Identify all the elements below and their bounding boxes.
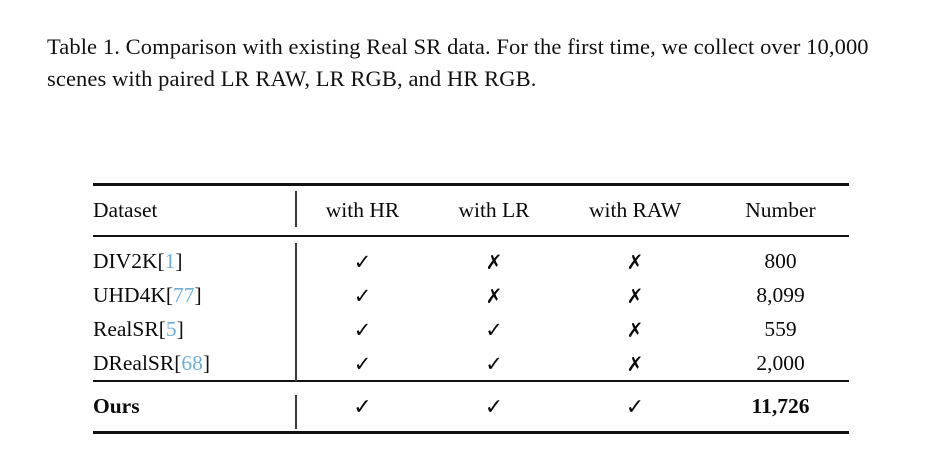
rule-line — [93, 431, 849, 435]
cross-icon: ✗ — [485, 249, 503, 274]
rule-line — [93, 183, 849, 187]
cell-dataset-name: RealSR[5] — [93, 312, 295, 346]
dataset-label: RealSR — [93, 316, 159, 341]
cell-number: 8,099 — [756, 282, 805, 307]
column-header-with-lr: with LR — [458, 198, 530, 222]
citation-bracket-open: [ — [174, 350, 182, 375]
column-divider-header — [295, 191, 297, 227]
check-icon: ✓ — [353, 317, 372, 342]
citation-bracket-close: ] — [175, 248, 183, 273]
cell-with-hr: ✓ — [295, 312, 430, 346]
cell-with-hr: ✓ — [295, 237, 430, 278]
citation-ref[interactable]: 68 — [181, 350, 203, 375]
citation-bracket-close: ] — [176, 316, 184, 341]
check-icon: ✓ — [353, 283, 372, 308]
cell-with-hr: ✓ — [295, 346, 430, 381]
column-header-dataset: Dataset — [93, 198, 158, 222]
column-header-number: Number — [745, 198, 816, 222]
check-icon: ✓ — [353, 395, 372, 420]
cell-with-raw: ✗ — [558, 312, 712, 346]
table-row: DRealSR[68] ✓ ✓ ✗ 2,000 — [93, 346, 849, 381]
cell-number: 11,726 — [751, 394, 810, 418]
table-header-row: Dataset with HR with LR with RAW Number — [93, 186, 849, 236]
comparison-table: Dataset with HR with LR with RAW Number … — [93, 183, 849, 435]
table-row-ours: Ours ✓ ✓ ✓ 11,726 — [93, 382, 849, 433]
cell-dataset-name: Ours — [93, 394, 140, 418]
table-row: DIV2K[1] ✓ ✗ ✗ 800 — [93, 237, 849, 278]
check-icon: ✓ — [353, 249, 372, 274]
dataset-label: DRealSR — [93, 350, 175, 375]
comparison-table-container: Dataset with HR with LR with RAW Number … — [93, 183, 849, 435]
citation-ref[interactable]: 1 — [164, 248, 176, 273]
cell-dataset-name: UHD4K[77] — [93, 278, 295, 312]
cell-number: 800 — [764, 248, 797, 273]
cell-with-raw: ✓ — [558, 382, 712, 433]
cell-dataset-name: DIV2K[1] — [93, 237, 295, 278]
cell-with-raw: ✗ — [558, 346, 712, 381]
cell-with-lr: ✓ — [430, 382, 558, 433]
check-icon: ✓ — [485, 317, 503, 342]
cell-with-lr: ✓ — [430, 312, 558, 346]
cross-icon: ✗ — [626, 351, 644, 376]
citation-bracket-open: [ — [158, 316, 166, 341]
table-row: UHD4K[77] ✓ ✗ ✗ 8,099 — [93, 278, 849, 312]
dataset-label: UHD4K — [93, 282, 166, 307]
table-rule-top — [93, 183, 849, 187]
cell-with-lr: ✗ — [430, 237, 558, 278]
table-caption: Table 1. Comparison with existing Real S… — [47, 34, 869, 91]
cell-with-hr: ✓ — [295, 382, 430, 433]
column-divider-summary — [295, 395, 297, 429]
column-divider-body — [295, 243, 297, 382]
dataset-label: DIV2K — [93, 248, 158, 273]
citation-ref[interactable]: 5 — [165, 316, 177, 341]
table-row: RealSR[5] ✓ ✓ ✗ 559 — [93, 312, 849, 346]
column-header-with-hr: with HR — [325, 198, 400, 222]
citation-ref[interactable]: 77 — [173, 282, 195, 307]
table-rule-bottom — [93, 431, 849, 435]
cell-dataset-name: DRealSR[68] — [93, 346, 295, 381]
citation-bracket-open: [ — [165, 282, 174, 307]
cell-with-raw: ✗ — [558, 237, 712, 278]
check-icon: ✓ — [625, 395, 645, 420]
cell-with-raw: ✗ — [558, 278, 712, 312]
check-icon: ✓ — [484, 395, 504, 420]
citation-bracket-open: [ — [157, 248, 165, 273]
cell-with-lr: ✓ — [430, 346, 558, 381]
column-header-with-raw: with RAW — [588, 198, 682, 222]
cross-icon: ✗ — [485, 283, 503, 308]
cross-icon: ✗ — [626, 249, 644, 274]
check-icon: ✓ — [353, 351, 372, 376]
cell-number: 2,000 — [756, 350, 805, 375]
citation-bracket-close: ] — [194, 282, 202, 307]
citation-bracket-close: ] — [202, 350, 211, 375]
cross-icon: ✗ — [626, 317, 644, 342]
cell-with-lr: ✗ — [430, 278, 558, 312]
cell-with-hr: ✓ — [295, 278, 430, 312]
cross-icon: ✗ — [626, 283, 644, 308]
cell-number: 559 — [764, 316, 797, 341]
check-icon: ✓ — [485, 351, 503, 376]
